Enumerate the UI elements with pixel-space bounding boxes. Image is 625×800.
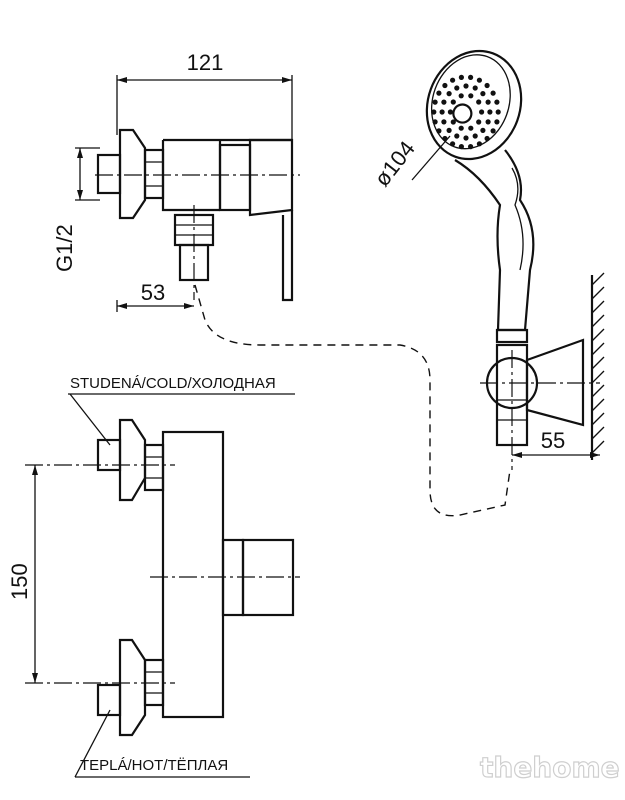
nozzle-dot: [490, 90, 496, 96]
cold-inlet-label: STUDENÁ/COLD/ХОЛОДНАЯ: [70, 375, 276, 392]
mixer-front-view: STUDENÁ/COLD/ХОЛОДНАЯ 150 TEPLÁ/HOT/: [7, 375, 300, 778]
head-diameter-label: ø104: [369, 136, 420, 191]
hatch-line: [591, 314, 605, 328]
dimension-150-label: 150: [7, 563, 32, 600]
nozzle-dot: [468, 93, 474, 99]
nozzle-dot: [450, 99, 456, 105]
hand-shower: ø104 55: [369, 49, 605, 470]
hatch-line: [591, 356, 605, 370]
hatch-line: [591, 342, 605, 356]
nozzle-dot: [450, 119, 456, 125]
hatch-line: [591, 370, 605, 384]
nozzle-dot: [450, 141, 456, 147]
nozzle-dot: [458, 144, 464, 150]
nozzle-dot: [446, 127, 452, 133]
nozzle-dot: [450, 77, 456, 83]
nozzle-dot: [458, 93, 464, 99]
nozzle-dot: [479, 109, 485, 115]
nozzle-dot: [439, 109, 445, 115]
nozzle-dot: [441, 119, 447, 125]
hatch-line: [591, 440, 605, 454]
nozzle-dot: [476, 119, 482, 125]
mixer-side-view: 121 G1/2: [52, 50, 300, 312]
nozzle-dot: [480, 91, 486, 97]
nozzle-dot: [446, 91, 452, 97]
nozzle-dot: [436, 128, 442, 134]
nozzle-dot: [458, 125, 464, 131]
hatch-line: [591, 272, 605, 286]
nozzle-dot: [454, 133, 460, 139]
nozzle-dot: [468, 144, 474, 150]
nozzle-dot: [472, 133, 478, 139]
nozzle-dot: [441, 99, 447, 105]
hot-inlet-label: TEPLÁ/HOT/ТЁПЛАЯ: [80, 757, 228, 774]
nozzle-dot: [431, 109, 437, 115]
shower-hose-dashed: [194, 284, 511, 517]
nozzle-dot: [472, 85, 478, 91]
nozzle-dot: [494, 99, 500, 105]
nozzle-dot: [468, 125, 474, 131]
nozzle-pattern: [431, 74, 501, 150]
nozzle-dot: [476, 77, 482, 83]
nozzle-dot: [485, 99, 491, 105]
nozzle-dot: [476, 141, 482, 147]
wall-hatch: [591, 272, 605, 454]
hatch-line: [591, 384, 605, 398]
nozzle-dot: [463, 83, 469, 89]
nozzle-dot: [487, 109, 493, 115]
nozzle-dot: [442, 82, 448, 89]
nozzle-dot: [463, 135, 469, 141]
nozzle-dot: [485, 119, 491, 125]
nozzle-dot: [484, 135, 490, 142]
nozzle-dot: [476, 99, 482, 105]
watermark-logo: thehome: [480, 751, 620, 784]
nozzle-dot: [494, 119, 500, 125]
nozzle-dot: [454, 85, 460, 91]
dimension-121-label: 121: [187, 50, 224, 75]
nozzle-dot: [490, 128, 496, 134]
nozzle-dot: [484, 82, 490, 89]
nozzle-dot: [468, 74, 474, 80]
dimension-53-label: 53: [141, 280, 165, 305]
nozzle-dot: [458, 74, 464, 80]
nozzle-dot: [432, 119, 438, 125]
nozzle-dot: [480, 127, 486, 133]
nozzle-dot: [436, 90, 442, 96]
hatch-line: [591, 398, 605, 412]
nozzle-dot: [495, 109, 501, 115]
nozzle-dot: [447, 109, 453, 115]
hatch-line: [591, 286, 605, 300]
hatch-line: [591, 300, 605, 314]
thread-g12-label: G1/2: [52, 224, 77, 272]
dimension-55-label: 55: [541, 428, 565, 453]
nozzle-dot: [432, 99, 438, 105]
hatch-line: [591, 412, 605, 426]
hatch-line: [591, 426, 605, 440]
hatch-line: [591, 328, 605, 342]
